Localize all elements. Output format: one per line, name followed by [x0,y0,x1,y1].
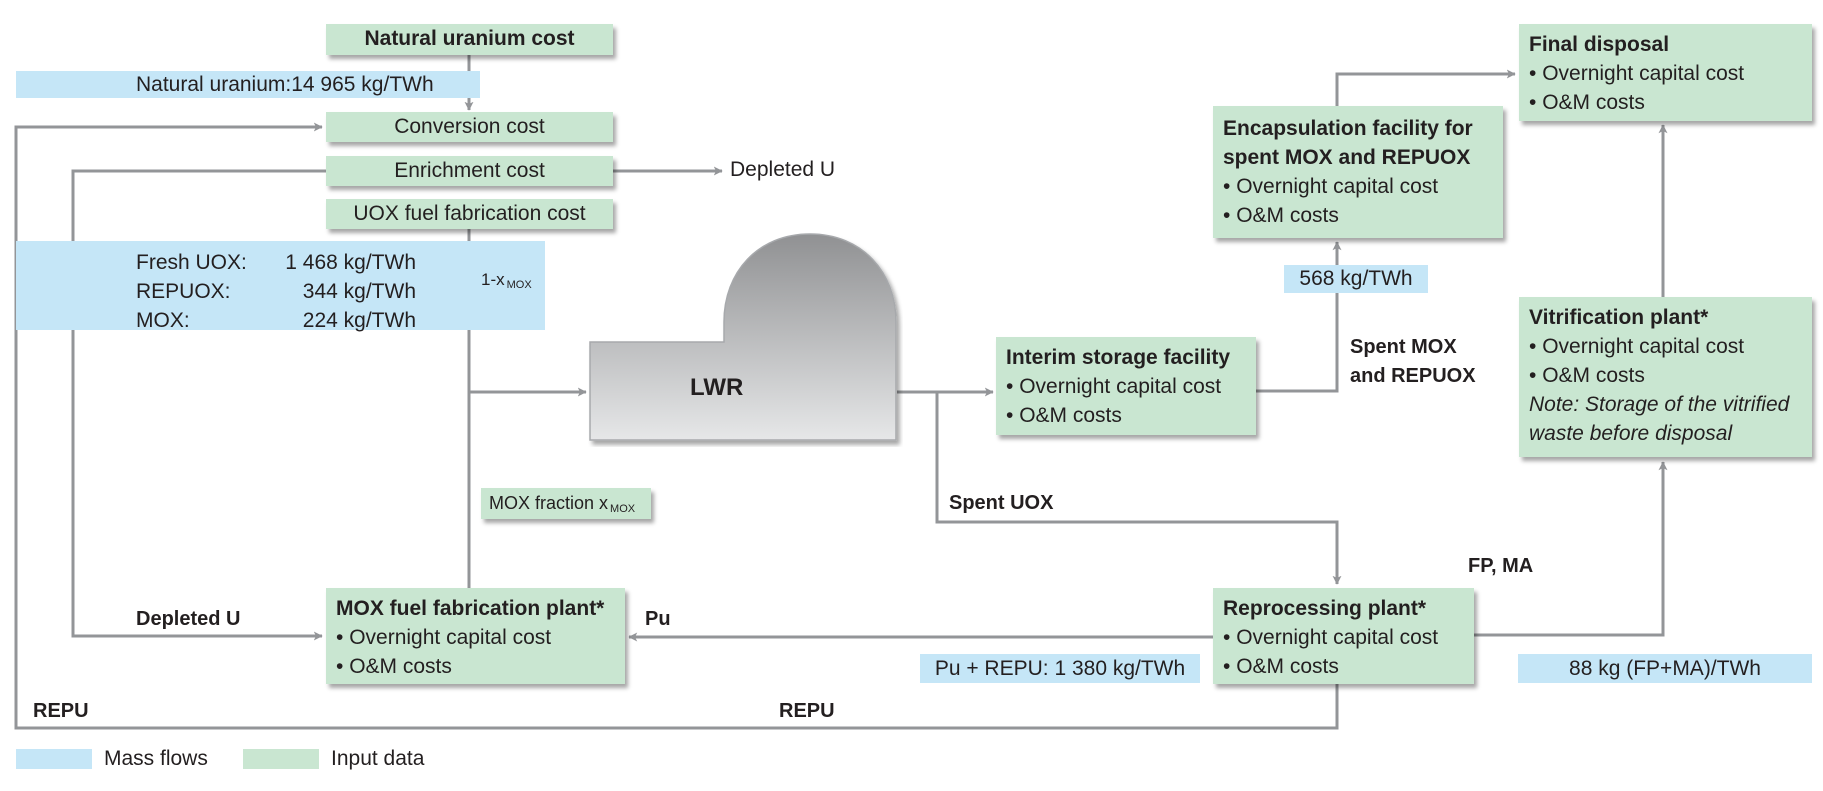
fuel-flow-row: Fresh UOX: 1 468 kg/TWh [136,248,545,277]
lwr-reactor [589,233,897,441]
legend-swatch-input-data [243,749,319,769]
fuel-flow-value: 224 kg/TWh [302,309,416,332]
fuel-flow-value: 344 kg/TWh [302,280,416,303]
node-title: spent MOX and REPUOX [1223,146,1471,169]
fuel-mass-flows: Fresh UOX: 1 468 kg/TWh REPUOX: 344 kg/T… [16,241,545,332]
spent-mox-label-line: and REPUOX [1350,365,1476,387]
node-title: Reprocessing plant* [1223,597,1427,620]
spent-mox-mass-flow: 568 kg/TWh [1284,265,1428,293]
node-note: Note: Storage of the vitrified [1529,393,1790,416]
legend-label: Input data [331,747,425,770]
enrichment-cost-box: Enrichment cost [326,156,613,186]
natural-uranium-flow: Natural uranium:14 965 kg/TWh [16,71,480,98]
arrow-repu-to-conversion [14,122,1339,730]
node-item: Overnight capital cost [1223,623,1464,652]
arrow-depleted-u-to-mox-fab [71,169,326,641]
node-item: Overnight capital cost [1529,59,1802,88]
spent-uox-label: Spent UOX [949,492,1054,514]
vitrification-node: Vitrification plant* Overnight capital c… [1519,297,1812,457]
fuel-flow-value: 1 468 kg/TWh [285,251,416,274]
node-item: Overnight capital cost [1006,372,1246,401]
natural-uranium-cost-box: Natural uranium cost [326,24,613,55]
node-item: O&M costs [1529,361,1802,390]
node-title: Encapsulation facility for [1223,117,1473,140]
node-item: O&M costs [1006,401,1246,430]
final-disposal-node: Final disposal Overnight capital cost O&… [1519,24,1812,121]
interim-storage-node: Interim storage facility Overnight capit… [996,337,1256,435]
uox-fraction-base: 1-x [481,270,505,289]
mox-fraction-sub: MOX [610,503,636,515]
node-item: Overnight capital cost [1223,172,1493,201]
node-item: Overnight capital cost [1529,332,1802,361]
fuel-flow-label: Fresh UOX: [136,251,247,274]
fuel-flow-row: MOX: 224 kg/TWh [136,306,545,335]
depleted-u-output-label: Depleted U [730,158,836,181]
node-title: Final disposal [1529,33,1670,56]
arrow-encapsulation-to-final [1335,69,1516,106]
spent-mox-label-line: Spent MOX [1350,336,1457,358]
reprocessing-node: Reprocessing plant* Overnight capital co… [1213,588,1474,684]
node-title: Interim storage facility [1006,346,1231,369]
node-item: O&M costs [336,652,615,681]
fuel-flow-label: MOX: [136,309,190,332]
legend-swatch-mass-flows [16,749,92,769]
mox-fabrication-node: MOX fuel fabrication plant* Overnight ca… [326,588,625,684]
node-item: O&M costs [1529,88,1802,117]
reactor-building-icon [589,233,897,441]
uox-fabrication-cost-box: UOX fuel fabrication cost [326,199,613,229]
legend: Mass flows Input data [16,747,616,771]
fp-ma-label: FP, MA [1468,555,1534,577]
pu-label: Pu [645,608,671,630]
pu-repu-mass-flow: Pu + REPU: 1 380 kg/TWh [920,654,1200,683]
fp-ma-mass-flow: 88 kg (FP+MA)/TWh [1518,654,1812,683]
uox-fraction-sub: MOX [506,279,532,291]
fuel-flow-row: REPUOX: 344 kg/TWh [136,277,545,306]
fuel-flow-label: REPUOX: [136,280,231,303]
spent-mox-label: Spent MOX and REPUOX [1350,333,1476,391]
node-item: O&M costs [1223,652,1464,681]
node-item: O&M costs [1223,201,1493,230]
mox-fraction-base: MOX fraction x [489,493,609,513]
repu-label-bottom: REPU [779,700,835,722]
depleted-u-label: Depleted U [136,608,241,630]
arrow-spent-uox-to-reprocessing [935,392,1342,585]
encapsulation-node: Encapsulation facility for spent MOX and… [1213,106,1503,238]
node-note: waste before disposal [1529,422,1733,445]
node-title: Vitrification plant* [1529,306,1709,329]
repu-label-left: REPU [33,700,89,722]
conversion-cost-box: Conversion cost [326,112,613,142]
node-item: Overnight capital cost [336,623,615,652]
legend-label: Mass flows [104,747,208,770]
arrow-reprocessing-to-vitrification [1474,461,1668,637]
lwr-label: LWR [690,374,744,401]
node-title: MOX fuel fabrication plant* [336,597,605,620]
